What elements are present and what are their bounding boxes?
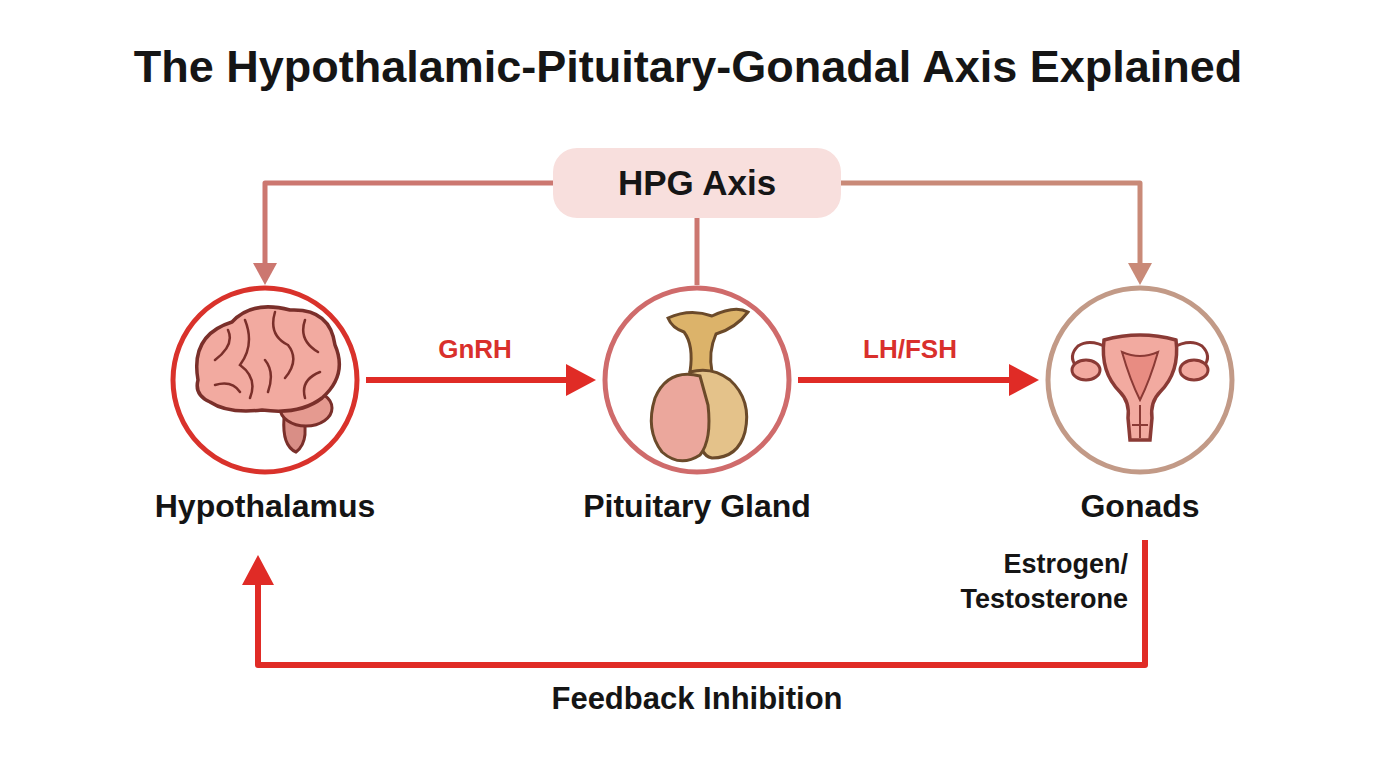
- uterus-icon: [1072, 335, 1208, 440]
- fallopian-tube: [1072, 342, 1108, 366]
- circle-outline: [170, 285, 360, 475]
- connector-line: [366, 377, 578, 383]
- organ-circle: Hypothalamus: [170, 285, 360, 555]
- organ-label: Gonads: [955, 488, 1325, 525]
- arrow-head: [242, 555, 274, 585]
- diagram-title: The Hypothalamic-Pituitary-Gonadal Axis …: [80, 40, 1296, 94]
- organ-label: Hypothalamus: [80, 488, 450, 525]
- connector-line: [265, 183, 553, 272]
- brain-icon: [197, 307, 340, 452]
- organ-label: Pituitary Gland: [512, 488, 882, 525]
- brain-folds: [215, 312, 320, 398]
- brain-stem: [284, 405, 305, 452]
- edge-label: GnRH: [400, 334, 550, 365]
- circle-ring: [605, 288, 789, 472]
- circle-outline: [1045, 285, 1235, 475]
- circle-ring: [1048, 288, 1232, 472]
- organ-circle: Gonads: [1045, 285, 1235, 555]
- cerebellum: [280, 390, 332, 426]
- arrow-head: [1009, 364, 1039, 396]
- uterus-body: [1103, 335, 1176, 440]
- uterine-cavity: [1122, 352, 1158, 400]
- connector-line: [258, 540, 1145, 665]
- arrow-head: [566, 364, 596, 396]
- fallopian-tube: [1172, 342, 1208, 366]
- edge-label: Feedback Inhibition: [400, 680, 994, 717]
- axis-label: HPG Axis: [618, 163, 776, 203]
- pituitary-icon: [651, 309, 748, 461]
- edge-label: LH/FSH: [835, 334, 985, 365]
- cerebrum: [197, 307, 340, 411]
- circle-ring: [173, 288, 357, 472]
- arrow-head: [1128, 263, 1152, 285]
- organ-circle: Pituitary Gland: [602, 285, 792, 555]
- connector-line: [798, 377, 1021, 383]
- circle-outline: [602, 285, 792, 475]
- ovary: [1180, 360, 1208, 380]
- anterior-lobe: [651, 374, 709, 461]
- ovary: [1072, 360, 1100, 380]
- axis-pill: HPG Axis: [553, 148, 841, 218]
- connector-line: [695, 218, 700, 285]
- cervix-lines: [1132, 405, 1148, 438]
- pituitary-stalk: [668, 309, 748, 372]
- arrow-head: [253, 263, 277, 285]
- posterior-lobe: [690, 370, 747, 458]
- connector-line: [841, 183, 1140, 272]
- hormone-label: Estrogen/ Testosterone: [948, 547, 1128, 617]
